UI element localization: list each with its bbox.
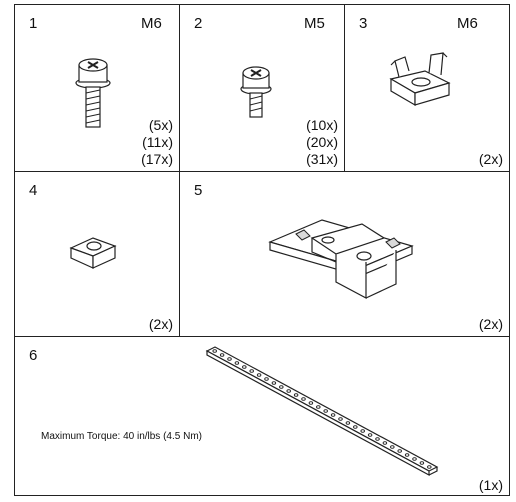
quantity: (20x) <box>306 134 338 150</box>
bar-hole <box>271 381 277 385</box>
part-number: 6 <box>29 347 38 364</box>
bar-hole <box>293 393 299 397</box>
bar-hole <box>308 401 314 405</box>
perforated-bar-icon <box>205 346 439 477</box>
part-number: 5 <box>194 182 203 199</box>
quantity: (31x) <box>306 151 338 167</box>
quantity: (11x) <box>142 134 173 150</box>
bar-hole <box>375 437 380 441</box>
bar-hole <box>301 397 306 401</box>
quantity: (17x) <box>141 151 173 167</box>
bar-hole <box>227 357 232 361</box>
quantity-list: (2x) <box>479 316 503 333</box>
bar-hole <box>286 389 291 393</box>
bar-hole <box>249 369 254 373</box>
bar-hole <box>338 417 343 421</box>
part-cell-4: 4 (2x) <box>14 171 180 337</box>
part-cell-3: 3 M6 (2x) <box>344 4 510 172</box>
bar-hole <box>212 349 217 353</box>
bar-hole <box>427 465 432 469</box>
bar-hole <box>330 413 336 417</box>
quantity-list: (2x) <box>149 316 173 333</box>
quantity: (2x) <box>478 151 503 167</box>
part-number: 4 <box>29 182 38 199</box>
bar-hole <box>353 425 358 429</box>
bar-hole <box>390 445 395 449</box>
bar-hole <box>264 377 269 381</box>
quantity: (1x) <box>478 477 503 493</box>
quantity-list: (10x) (20x) (31x) <box>306 117 338 168</box>
quantity: (2x) <box>478 316 503 332</box>
cage-nut-icon <box>389 52 451 107</box>
bracket-icon <box>268 219 414 299</box>
quantity: (5x) <box>148 117 173 133</box>
bar-hole <box>256 373 262 377</box>
bar-hole <box>323 409 328 413</box>
bar-hole <box>382 441 388 445</box>
part-cell-5: 5 (2x) <box>179 171 510 337</box>
parts-sheet: 1 M6 (5x) (11x) (17x) 2 M5 (10x) <box>14 4 510 496</box>
part-size: M6 <box>457 15 478 32</box>
bar-hole <box>234 361 240 365</box>
part-cell-6: 6 Maximum Torque: 40 in/lbs (4.5 Nm) (1x… <box>14 336 510 496</box>
flange-screw-icon <box>75 58 111 128</box>
quantity: (2x) <box>148 316 173 332</box>
bar-hole <box>279 385 284 389</box>
quantity: (10x) <box>306 117 338 133</box>
bar-hole <box>360 429 365 433</box>
quantity-list: (2x) <box>479 151 503 168</box>
part-cell-2: 2 M5 (10x) (20x) (31x) <box>179 4 345 172</box>
part-number: 1 <box>29 15 38 32</box>
flange-screw-icon <box>240 66 272 118</box>
quantity-list: (1x) <box>479 477 503 494</box>
square-nut-icon <box>69 237 117 269</box>
torque-note: Maximum Torque: 40 in/lbs (4.5 Nm) <box>41 431 202 442</box>
bar-hole <box>412 457 417 461</box>
bar-hole <box>316 405 321 409</box>
bar-hole <box>397 449 402 453</box>
bar-hole <box>404 453 410 457</box>
bar-hole <box>219 353 225 357</box>
bar-hole <box>419 461 425 465</box>
part-number: 2 <box>194 15 203 32</box>
part-size: M5 <box>304 15 325 32</box>
bar-hole <box>367 433 373 437</box>
bar-hole <box>345 421 351 425</box>
part-number: 3 <box>359 15 368 32</box>
quantity-list: (5x) (11x) (17x) <box>141 117 173 168</box>
part-cell-1: 1 M6 (5x) (11x) (17x) <box>14 4 180 172</box>
part-size: M6 <box>141 15 162 32</box>
bar-holes <box>212 349 432 469</box>
bar-hole <box>242 365 247 369</box>
